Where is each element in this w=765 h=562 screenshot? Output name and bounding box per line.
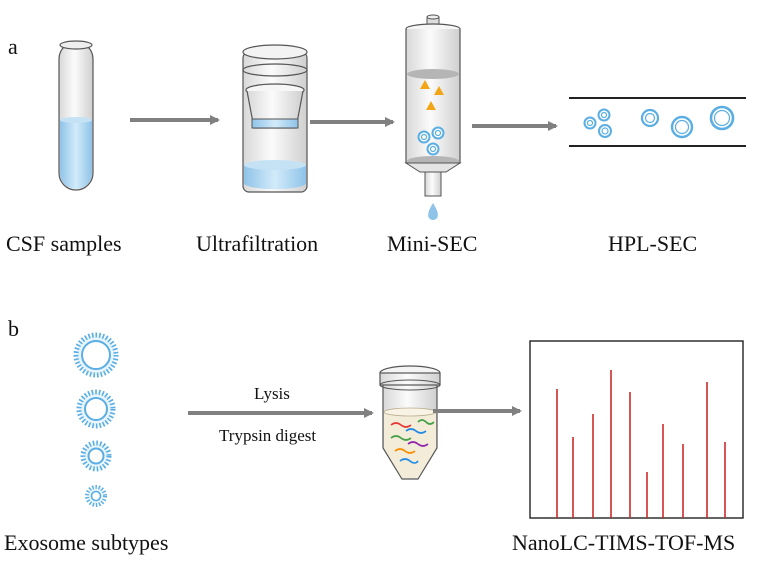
- panel-b-letter: b: [8, 316, 19, 341]
- exosome-medium-large-icon: [76, 389, 116, 429]
- exosome-subtypes-icon: [73, 332, 119, 507]
- hpl-sec-channel-icon: [569, 97, 746, 147]
- trypsin-digest-label: Trypsin digest: [219, 426, 317, 445]
- exosome-large-icon: [73, 332, 119, 378]
- ultrafiltration-device-icon: [242, 44, 308, 193]
- exosome-subtypes-label: Exosome subtypes: [4, 530, 169, 555]
- step-label-mini-sec: Mini-SEC: [387, 231, 478, 256]
- step-label-csf-samples: CSF samples: [6, 231, 122, 256]
- panel-a-letter: a: [8, 34, 18, 59]
- step-label-hpl-sec: HPL-SEC: [608, 231, 698, 256]
- nanolc-tims-tof-ms-label: NanoLC-TIMS-TOF-MS: [512, 530, 736, 555]
- lysis-label: Lysis: [254, 384, 290, 403]
- exosome-medium-icon: [80, 440, 112, 472]
- step-label-ultrafiltration: Ultrafiltration: [196, 231, 319, 256]
- microcentrifuge-tube-icon: [379, 365, 441, 480]
- mass-spectrum-frame: [529, 340, 744, 519]
- mass-spectrum-peaks: [556, 370, 726, 518]
- mini-sec-column-icon: [404, 14, 462, 220]
- exosome-small-icon: [85, 485, 107, 507]
- csf-test-tube-icon: [58, 40, 94, 191]
